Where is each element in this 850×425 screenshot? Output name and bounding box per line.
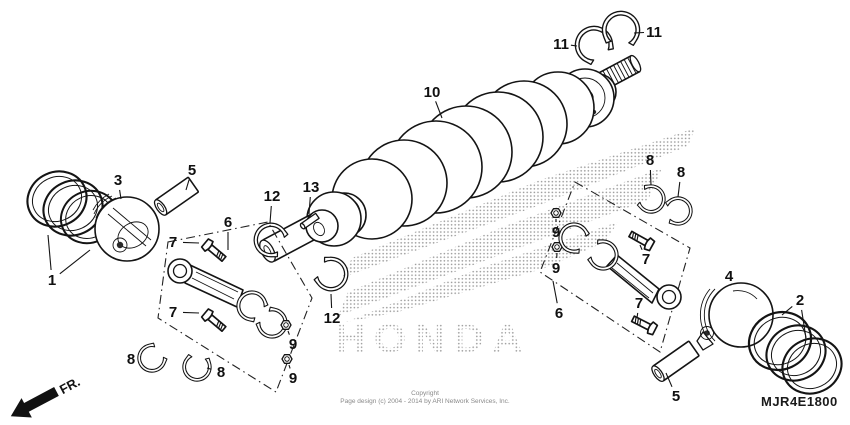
callout-5[interactable]: 5 [188, 162, 196, 179]
diagram-part-code: MJR4E1800 [761, 394, 838, 409]
front-arrow-icon [10, 386, 59, 418]
callout-9[interactable]: 9 [552, 260, 560, 277]
callout-9[interactable]: 9 [289, 370, 297, 387]
callout-2[interactable]: 2 [796, 292, 804, 309]
callout-7[interactable]: 7 [642, 251, 650, 268]
callout-10[interactable]: 10 [424, 84, 441, 101]
callout-leader-1 [47, 234, 52, 271]
callout-leader-13 [308, 196, 311, 215]
main-bearing [311, 252, 355, 297]
callout-leader-7 [182, 241, 200, 244]
callout-8[interactable]: 8 [646, 152, 654, 169]
thrust-washer [567, 18, 619, 68]
copyright-line-1: Copyright [411, 390, 439, 397]
callout-8[interactable]: 8 [677, 164, 685, 181]
conrod-bolt [200, 307, 229, 335]
connecting-rod-left [167, 258, 294, 345]
callout-leader-9 [287, 330, 290, 335]
callout-7[interactable]: 7 [169, 234, 177, 251]
callout-leader-6 [552, 280, 558, 304]
callout-leader-8 [206, 367, 212, 370]
callout-11[interactable]: 11 [553, 36, 569, 53]
callout-leader-10 [435, 101, 443, 119]
conrod-bolt [200, 237, 229, 265]
callout-leader-11 [633, 31, 645, 34]
callout-leader-5 [665, 372, 673, 388]
callout-leader-8 [649, 169, 652, 186]
callout-11[interactable]: 11 [646, 24, 662, 41]
crankshaft [259, 54, 642, 263]
callout-leader-2 [781, 305, 793, 316]
callout-leader-9 [288, 364, 291, 369]
front-direction-marker: FR. [10, 374, 83, 418]
conrod-bearing [131, 339, 170, 379]
callout-6[interactable]: 6 [224, 214, 232, 231]
front-marker-label: FR. [57, 374, 83, 397]
callout-4[interactable]: 4 [725, 268, 734, 285]
callout-9[interactable]: 9 [289, 336, 297, 353]
callout-1[interactable]: 1 [48, 272, 56, 289]
callout-leader-3 [119, 189, 122, 200]
callout-13[interactable]: 13 [303, 179, 320, 196]
callout-3[interactable]: 3 [114, 172, 122, 189]
callout-leader-5 [185, 179, 190, 191]
callout-leader-7 [639, 244, 643, 251]
conrod-nut [551, 242, 563, 252]
copyright-line-2: Page design (c) 2004 - 2014 by ARI Netwo… [340, 398, 510, 405]
conrod-assembly-box-right [539, 181, 691, 353]
callout-leader-7 [636, 312, 639, 319]
callout-8[interactable]: 8 [217, 364, 225, 381]
dowel-pin [299, 212, 320, 230]
callout-7[interactable]: 7 [635, 295, 643, 312]
callout-12[interactable]: 12 [324, 310, 341, 327]
callout-leader-11 [570, 44, 578, 47]
piston-pin-left [153, 176, 199, 216]
piston-pin-right [651, 340, 700, 382]
conrod-bolt [629, 312, 659, 337]
callout-leader-7 [182, 311, 200, 314]
conrod-nut [280, 320, 292, 330]
honda-watermark-text: HONDA [335, 317, 531, 361]
callout-leader-8 [677, 181, 681, 198]
callout-12[interactable]: 12 [264, 188, 281, 205]
conrod-bearing [664, 194, 695, 228]
callout-5[interactable]: 5 [672, 388, 680, 405]
piston-right [696, 282, 774, 351]
copyright-note: Copyright Page design (c) 2004 - 2014 by… [275, 390, 575, 406]
callout-7[interactable]: 7 [169, 304, 177, 321]
callout-6[interactable]: 6 [555, 305, 563, 322]
callout-8[interactable]: 8 [127, 351, 135, 368]
piston-left [92, 193, 160, 262]
thrust-washer [600, 9, 642, 47]
callout-leader-2 [801, 309, 807, 339]
callout-leader-12 [269, 205, 272, 224]
callout-leader-1 [59, 249, 91, 275]
callout-leader-12 [330, 293, 333, 309]
callout-9[interactable]: 9 [552, 224, 560, 241]
connecting-rod-right [553, 217, 682, 310]
conrod-nut [550, 208, 562, 218]
conrod-nut [281, 354, 293, 364]
